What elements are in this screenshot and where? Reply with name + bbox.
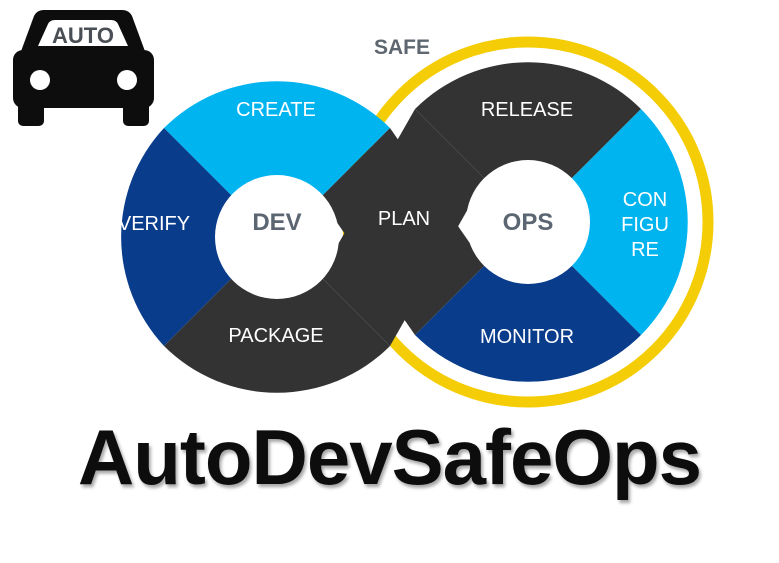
plan-band-down bbox=[320, 128, 485, 335]
release-segment bbox=[415, 62, 641, 179]
car-right-wheel bbox=[123, 100, 149, 126]
plan-crossing bbox=[320, 109, 485, 346]
page-title: AutoDevSafeOps bbox=[77, 413, 702, 501]
ops-hub bbox=[466, 160, 590, 284]
car-icon bbox=[13, 10, 154, 126]
configure-label-line-2: FIGU bbox=[621, 214, 669, 236]
create-segment bbox=[164, 81, 390, 198]
auto-label: AUTO bbox=[52, 23, 114, 48]
configure-segment bbox=[571, 109, 688, 335]
monitor-segment bbox=[415, 265, 641, 382]
safe-label: SAFE bbox=[374, 36, 430, 59]
release-label: RELEASE bbox=[481, 99, 573, 121]
ops-hub-label: OPS bbox=[503, 209, 554, 236]
dev-hub bbox=[215, 175, 339, 299]
plan-label: PLAN bbox=[378, 208, 430, 230]
dev-loop bbox=[121, 81, 390, 393]
verify-segment bbox=[121, 128, 234, 346]
dev-hub-label: DEV bbox=[252, 209, 301, 236]
create-label: CREATE bbox=[236, 99, 316, 121]
car-window bbox=[38, 20, 128, 46]
package-segment bbox=[164, 276, 390, 393]
configure-label-line-1: CON bbox=[623, 189, 667, 211]
monitor-label: MONITOR bbox=[480, 326, 574, 348]
car-body bbox=[13, 50, 154, 108]
configure-label-line-3: RE bbox=[631, 239, 659, 261]
car-right-headlight bbox=[117, 70, 137, 90]
ops-loop bbox=[415, 62, 688, 382]
verify-label: VERIFY bbox=[118, 213, 190, 235]
package-label: PACKAGE bbox=[228, 325, 323, 347]
car-left-headlight bbox=[30, 70, 50, 90]
car-left-wheel bbox=[18, 100, 44, 126]
